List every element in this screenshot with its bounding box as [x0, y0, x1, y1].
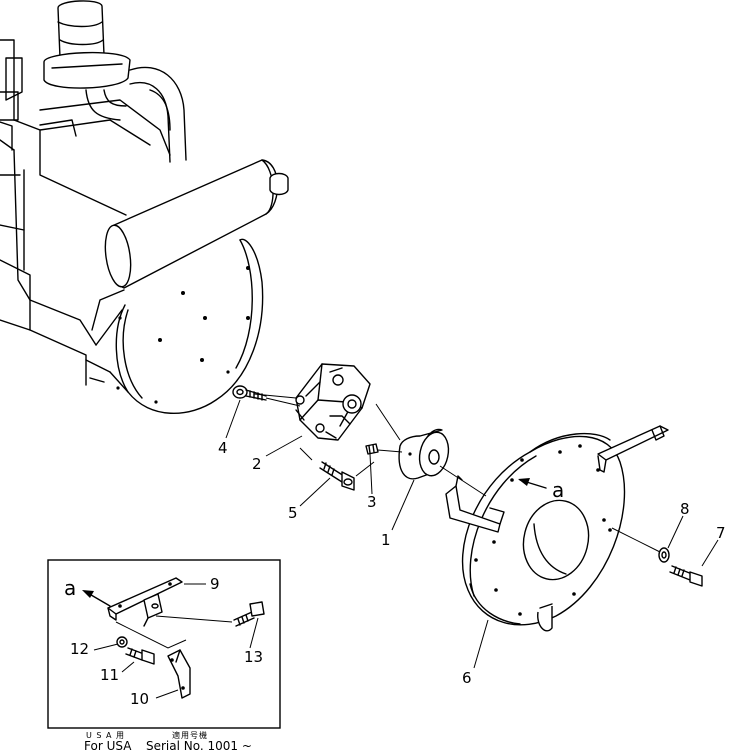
callouts: 4 2 5 3 1 6 8 7: [218, 399, 726, 687]
caption-usa-jp: U S A 用: [86, 731, 125, 740]
inset-view-ref: a: [64, 576, 76, 600]
callout-13: 13: [244, 648, 263, 666]
part-13-bolt: [233, 601, 265, 627]
assembly-centerline: [253, 393, 661, 553]
part-5-bolt: [319, 461, 355, 491]
callout-11: 11: [100, 666, 119, 684]
callout-8: 8: [680, 500, 690, 518]
part-9-bracket: [107, 577, 183, 627]
inset-detail: a: [47, 559, 281, 729]
part-7-bolt: [669, 565, 703, 587]
caption-usa: For USA: [84, 739, 132, 753]
callout-7: 7: [716, 524, 726, 542]
part-1-hub: [377, 428, 450, 480]
inset-captions: U S A 用 For USA 適用号機 Serial No. 1001 ~: [84, 730, 252, 753]
callout-5: 5: [288, 504, 298, 522]
part-8-washer: [658, 547, 670, 563]
callout-2: 2: [252, 455, 262, 473]
callout-9: 9: [210, 575, 220, 593]
engine-illustration: [0, 0, 289, 415]
caption-serial: Serial No. 1001 ~: [146, 739, 252, 753]
callout-6: 6: [462, 669, 472, 687]
part-12-washer: [116, 636, 128, 648]
view-arrow-main: a: [518, 478, 564, 502]
callout-12: 12: [70, 640, 89, 658]
part-2-coupling: [295, 363, 371, 441]
part-3-setscrew: [365, 443, 379, 455]
part-6-cover: [445, 425, 669, 632]
callout-3: 3: [367, 493, 377, 511]
part-11-bolt: [125, 647, 155, 665]
caption-serial-jp: 適用号機: [172, 730, 208, 740]
callout-10: 10: [130, 690, 149, 708]
part-10-bracket: [167, 649, 191, 699]
callout-1: 1: [381, 531, 391, 549]
callout-4: 4: [218, 439, 228, 457]
part-4-bolt: [232, 385, 267, 401]
view-ref-main: a: [552, 478, 564, 502]
